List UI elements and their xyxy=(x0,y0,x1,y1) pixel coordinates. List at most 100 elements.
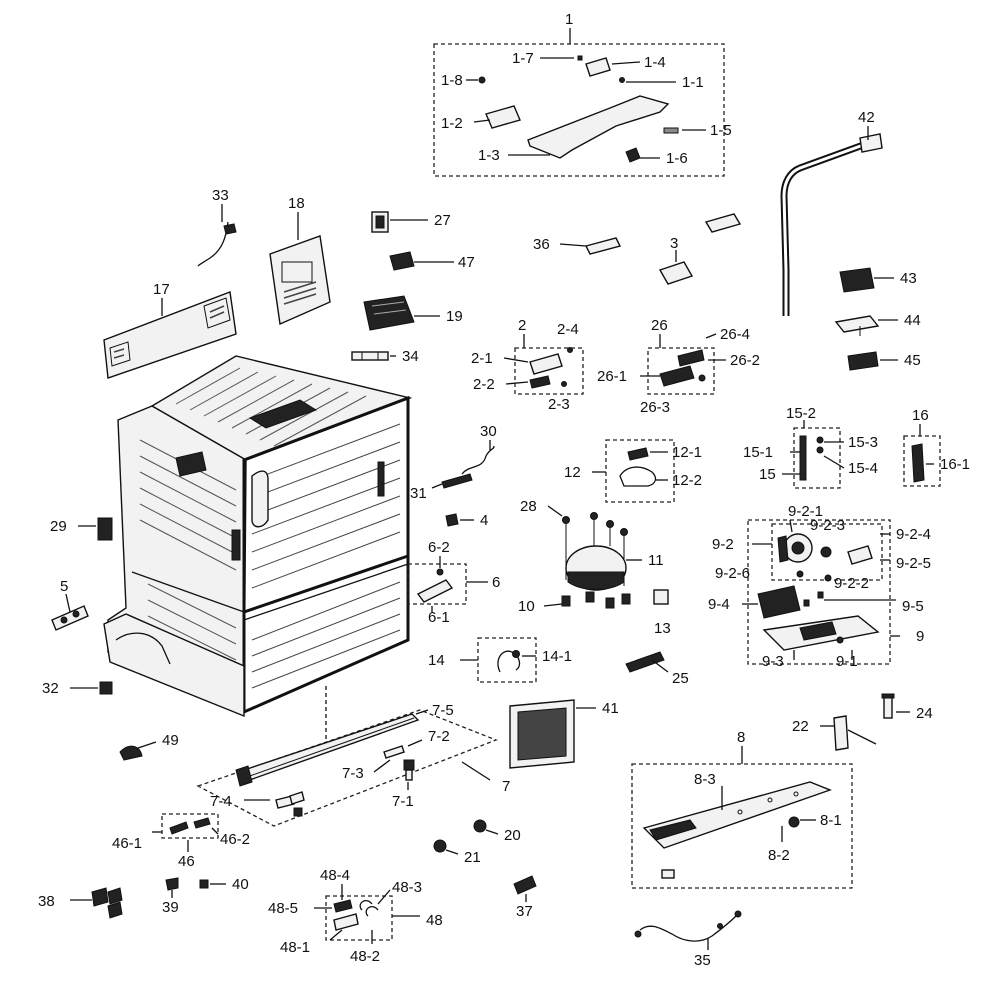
callout-11: 11 xyxy=(648,552,664,569)
callout-33: 33 xyxy=(212,187,229,204)
callout-48-1: 48-1 xyxy=(280,939,310,956)
part-31 xyxy=(441,473,473,489)
callout-43: 43 xyxy=(900,270,917,287)
callout-3: 3 xyxy=(670,235,678,252)
callout-9-2: 9-2 xyxy=(712,536,734,553)
callout-7-1: 7-1 xyxy=(392,793,414,810)
callout-1-2: 1-2 xyxy=(441,115,463,132)
group-1-top-hinge: 1-7 1-4 1-1 1-8 1-2 1-5 1-3 1-6 1 xyxy=(433,11,732,177)
callout-26-3: 26-3 xyxy=(640,399,670,416)
group-7: 7-5 7-2 7-3 7-1 7 7-4 xyxy=(196,702,510,827)
callout-41: 41 xyxy=(602,700,619,717)
parts-36-3: 36 3 xyxy=(533,213,742,285)
group-16-box xyxy=(903,435,941,487)
callout-14: 14 xyxy=(428,652,445,669)
callout-15: 15 xyxy=(759,466,776,483)
callout-5: 5 xyxy=(60,578,68,595)
callout-7-4: 7-4 xyxy=(210,793,232,810)
callout-4: 4 xyxy=(480,512,488,529)
callout-9-4: 9-4 xyxy=(708,596,730,613)
callout-2-2: 2-2 xyxy=(473,376,495,393)
callout-1-3: 1-3 xyxy=(478,147,500,164)
parts-22-24: 22 24 xyxy=(792,693,933,751)
callout-9-2-5: 9-2-5 xyxy=(896,555,931,572)
callout-9-5: 9-5 xyxy=(902,598,924,615)
part-5 xyxy=(51,605,89,631)
callout-38: 38 xyxy=(38,893,55,910)
callout-7-2: 7-2 xyxy=(428,728,450,745)
callout-13: 13 xyxy=(654,620,671,637)
part-34 xyxy=(351,351,389,361)
callout-44: 44 xyxy=(904,312,921,329)
part-25 xyxy=(625,651,665,673)
callout-26-1: 26-1 xyxy=(597,368,627,385)
group-9: 9-2-1 9-2-3 9-2-4 9-2-5 9-2 9-2-6 9-2-2 … xyxy=(708,503,931,670)
callout-8-3: 8-3 xyxy=(694,771,716,788)
part-20 xyxy=(473,819,487,833)
part-38 xyxy=(91,887,109,907)
part-22 xyxy=(833,715,849,751)
callout-2-3: 2-3 xyxy=(548,396,570,413)
callout-8-2: 8-2 xyxy=(768,847,790,864)
callout-9-2-2: 9-2-2 xyxy=(834,575,869,592)
callout-19: 19 xyxy=(446,308,463,325)
callout-9-2-6: 9-2-6 xyxy=(715,565,750,582)
part-45 xyxy=(847,351,879,371)
callout-49: 49 xyxy=(162,732,179,749)
callout-35: 35 xyxy=(694,952,711,969)
callout-1: 1 xyxy=(565,11,573,28)
callout-48-2: 48-2 xyxy=(350,948,380,965)
part-44 xyxy=(834,315,880,333)
hinge-block xyxy=(485,105,521,129)
group-48-box xyxy=(325,895,393,941)
callout-16: 16 xyxy=(912,407,929,424)
group-12-box xyxy=(605,439,675,503)
callout-46-2: 46-2 xyxy=(220,831,250,848)
callout-6-2: 6-2 xyxy=(428,539,450,556)
group-2: 2 2-1 2-2 2-4 2-3 xyxy=(471,317,584,413)
callout-15-2: 15-2 xyxy=(786,405,816,422)
group-14-box xyxy=(477,637,537,683)
hinge-cap xyxy=(585,57,611,77)
main-cabinet xyxy=(103,355,413,740)
group-15-box xyxy=(793,427,841,489)
part-16-1 xyxy=(911,443,925,483)
callout-7: 7 xyxy=(502,778,510,795)
part-29 xyxy=(97,517,113,541)
callout-36: 36 xyxy=(533,236,550,253)
compressor-11: 28 11 10 13 xyxy=(518,498,671,637)
part-49 xyxy=(119,745,143,761)
callout-12-1: 12-1 xyxy=(672,444,702,461)
callout-9: 9 xyxy=(916,628,924,645)
callout-8: 8 xyxy=(737,729,745,746)
callout-15-3: 15-3 xyxy=(848,434,878,451)
callout-9-2-4: 9-2-4 xyxy=(896,526,931,543)
callout-48: 48 xyxy=(426,912,443,929)
callout-2-1: 2-1 xyxy=(471,350,493,367)
callout-7-5: 7-5 xyxy=(432,702,454,719)
hinge-bracket-plate xyxy=(527,95,670,159)
middle-parts: 30 31 4 6-2 6 6-1 xyxy=(407,423,500,626)
callout-21: 21 xyxy=(464,849,481,866)
callout-18: 18 xyxy=(288,195,305,212)
callout-48-3: 48-3 xyxy=(392,879,422,896)
callout-26-2: 26-2 xyxy=(730,352,760,369)
callout-9-1: 9-1 xyxy=(836,653,858,670)
panel-17 xyxy=(103,291,237,379)
part-19 xyxy=(363,295,415,331)
part-6-1 xyxy=(416,579,454,603)
callout-6-1: 6-1 xyxy=(428,609,450,626)
part-41: 41 xyxy=(509,699,619,769)
group-26: 26 26-4 26-2 26-1 26-3 xyxy=(597,317,760,416)
callout-37: 37 xyxy=(516,903,533,920)
callout-28: 28 xyxy=(520,498,537,515)
callout-46-1: 46-1 xyxy=(112,835,142,852)
callout-29: 29 xyxy=(50,518,67,535)
part-13 xyxy=(653,589,669,605)
callout-12: 12 xyxy=(564,464,581,481)
callout-17: 17 xyxy=(153,281,170,298)
part-4 xyxy=(445,513,459,527)
callout-15-4: 15-4 xyxy=(848,460,878,477)
group-8: 8 8-3 8-1 8-2 xyxy=(631,729,853,889)
part-39 xyxy=(165,877,179,891)
